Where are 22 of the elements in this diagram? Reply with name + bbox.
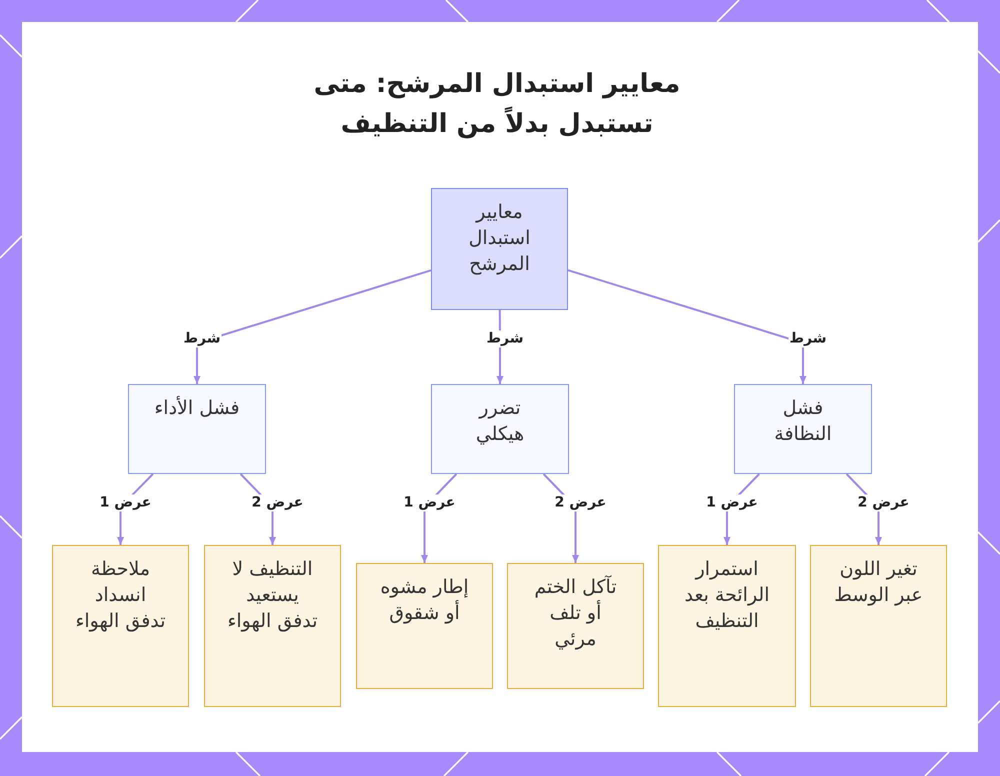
edge-label: عرض 2: [554, 494, 608, 512]
edge-label: شرط: [788, 330, 828, 348]
symptom-box: التنظيف لا يستعيد تدفق الهواء: [204, 545, 341, 707]
title: معايير استبدال المرشح: متى تستبدل بدلاً من التنظيف: [312, 68, 682, 141]
category-box: فشل النظافة: [734, 384, 872, 474]
edge-label: عرض 1: [98, 494, 152, 512]
arrow: [568, 269, 806, 384]
symptom-box: ملاحظة انسداد تدفق الهواء: [52, 545, 189, 707]
edge-label: شرط: [485, 330, 525, 348]
symptom-box: تغير اللون عبر الوسط: [810, 545, 947, 707]
edge-label: عرض 2: [856, 494, 910, 512]
symptom-box: تآكل الختم أو تلف مرئي: [507, 563, 644, 689]
edge-label: عرض 1: [705, 494, 759, 512]
category-box: فشل الأداء: [128, 384, 266, 474]
symptom-box: استمرار الرائحة بعد التنظيف: [658, 545, 796, 707]
symptom-box: إطار مشوه أو شقوق: [356, 563, 493, 689]
edge-label: شرط: [182, 330, 222, 348]
edge-label: عرض 1: [402, 494, 456, 512]
arrow: [194, 269, 432, 384]
edge-label: عرض 2: [250, 494, 304, 512]
root-box: معايير استبدال المرشح: [431, 188, 568, 310]
category-box: تضرر هيكلي: [431, 384, 569, 474]
